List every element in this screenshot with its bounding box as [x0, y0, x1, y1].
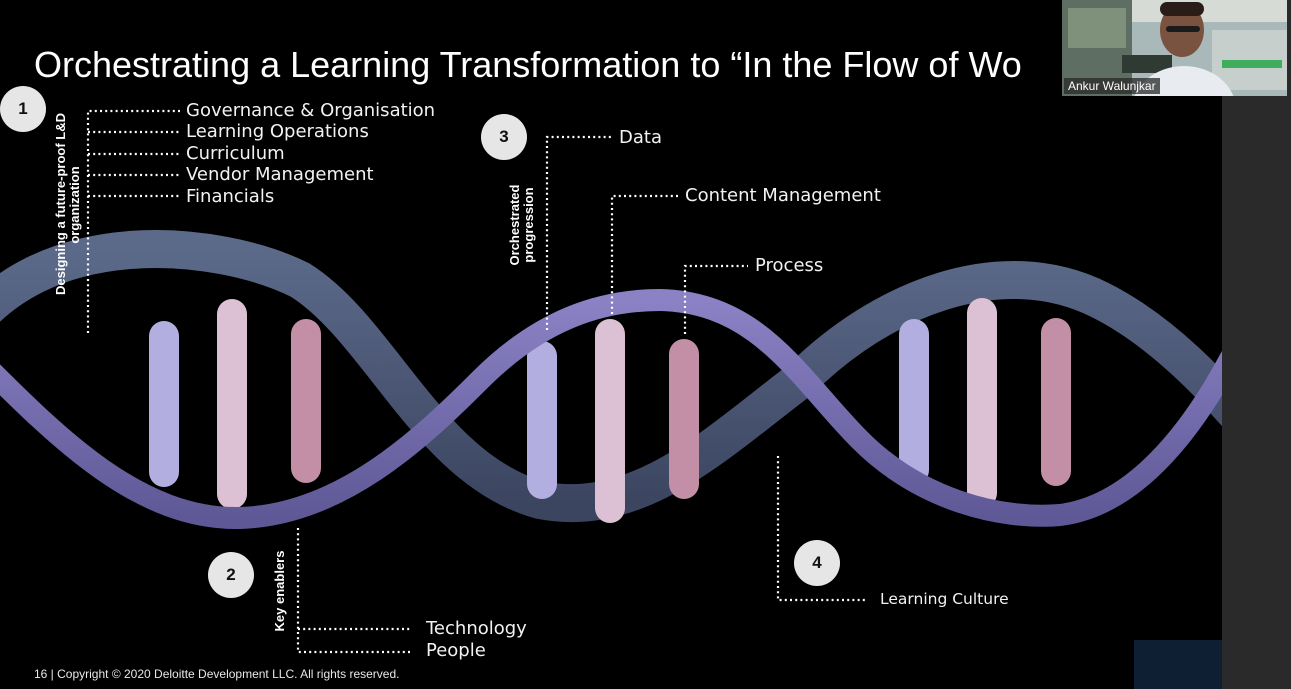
rung [527, 341, 557, 499]
connector-line [610, 194, 678, 314]
slide-title: Orchestrating a Learning Transformation … [34, 44, 1022, 85]
rung [595, 319, 625, 523]
badge-4: 4 [794, 540, 840, 586]
item-financials: Financials [186, 186, 275, 207]
helix-front-strand [0, 288, 1222, 530]
vertical-label-section3: Orchestrated progression [507, 165, 536, 285]
vertical-label-line: Designing a future-proof L&D [53, 113, 68, 295]
item-people: People [426, 640, 486, 661]
item-learning-operations: Learning Operations [186, 121, 369, 142]
connector-line [776, 456, 866, 602]
item-vendor-management: Vendor Management [186, 164, 374, 185]
vertical-label-line: progression [521, 187, 536, 263]
item-governance: Governance & Organisation [186, 100, 436, 121]
connector-line [683, 264, 748, 334]
rung [1041, 318, 1071, 486]
connector-line [86, 109, 180, 333]
presentation-slide: Orchestrating a Learning Transformation … [0, 44, 1222, 689]
slide-corner-block [1134, 640, 1222, 689]
badge-1: 1 [0, 86, 46, 132]
rung [899, 319, 929, 485]
item-content-management: Content Management [685, 185, 881, 206]
connector-line [545, 135, 612, 330]
rung [291, 319, 321, 483]
item-data: Data [619, 127, 662, 148]
connector-line [296, 528, 412, 654]
rung [967, 298, 997, 508]
item-technology: Technology [426, 618, 527, 639]
item-curriculum: Curriculum [186, 143, 285, 164]
slide-footer: 16 | Copyright © 2020 Deloitte Developme… [34, 667, 400, 681]
participant-name: Ankur Walunjkar [1064, 78, 1160, 94]
vertical-label-section1: Designing a future-proof L&D organizatio… [53, 113, 82, 295]
rung [669, 339, 699, 499]
helix-back-strand [0, 230, 1222, 523]
badge-2: 2 [208, 552, 254, 598]
rung [217, 299, 247, 509]
window-side-panel [1222, 0, 1291, 689]
item-process: Process [755, 255, 824, 276]
vertical-label-section2: Key enablers [272, 550, 287, 632]
item-learning-culture: Learning Culture [880, 590, 1009, 608]
participant-video-tile[interactable]: Ankur Walunjkar [1062, 0, 1287, 96]
rung [149, 321, 179, 487]
vertical-label-line: Orchestrated [507, 184, 522, 266]
dna-helix-graphic [0, 109, 1222, 654]
badge-3: 3 [481, 114, 527, 160]
vertical-label-line: organization [67, 166, 82, 244]
